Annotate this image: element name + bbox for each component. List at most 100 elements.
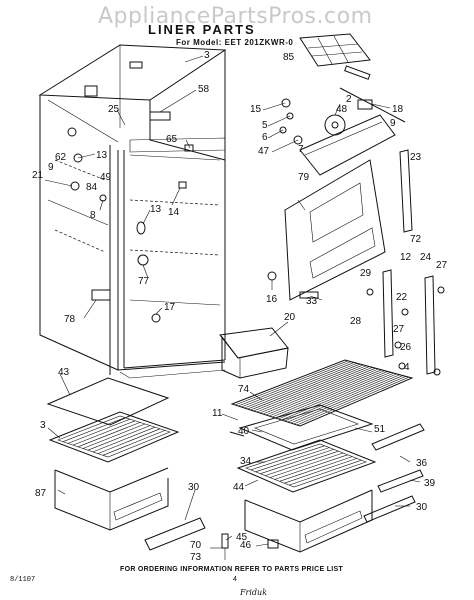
callout-77: 77 [138, 276, 150, 287]
shelf-wire [281, 372, 394, 421]
shelf-wire [269, 452, 344, 478]
callout-51: 51 [374, 424, 386, 435]
callout-30-left: 30 [188, 482, 200, 493]
callout-72: 72 [410, 234, 422, 245]
shelf-wire [82, 423, 146, 449]
shelf-wire [102, 430, 166, 456]
callout-20: 20 [284, 312, 296, 323]
callout-16: 16 [266, 294, 278, 305]
callout-8: 8 [90, 210, 96, 221]
callout-2: 2 [346, 94, 352, 105]
shelf-wire [293, 376, 407, 425]
callout-36: 36 [416, 458, 428, 469]
leader-lines [44, 55, 421, 549]
shelf-wire [272, 370, 385, 418]
cabinet-liner [38, 44, 227, 379]
shelf-wire [250, 445, 325, 471]
callout-9-left: 9 [48, 162, 54, 173]
crisper-frame [236, 439, 377, 493]
part-callouts: 3 85 58 25 15 5 6 47 2 48 9 18 65 13 62 … [32, 50, 448, 563]
callout-27-mid: 27 [393, 324, 405, 335]
shelf-wire [256, 366, 370, 413]
shelf-wire [289, 459, 362, 486]
shelf-wire [260, 449, 334, 474]
callout-62: 62 [55, 152, 67, 163]
page-number: 4 [233, 576, 237, 583]
shelf-wire [296, 376, 410, 426]
callout-87: 87 [35, 488, 47, 499]
shelf-wire [253, 365, 367, 412]
callout-21: 21 [32, 170, 44, 181]
callout-46: 46 [240, 540, 252, 551]
callout-24: 24 [420, 252, 432, 263]
shelf-wire [262, 367, 376, 415]
callout-4: 4 [404, 362, 410, 373]
ordering-note: FOR ORDERING INFORMATION REFER TO PARTS … [120, 566, 344, 573]
callout-40: 40 [238, 426, 250, 437]
shelf-wire [87, 425, 151, 451]
left-glass-shelf [46, 377, 170, 426]
shelf-wire [265, 368, 379, 416]
callout-27-top: 27 [436, 260, 448, 271]
shelf-wire [275, 371, 388, 419]
shelf-wire [247, 363, 361, 410]
shelf-wire [255, 447, 330, 473]
left-crisper-frame [48, 411, 180, 463]
callout-43: 43 [58, 367, 70, 378]
callout-5: 5 [262, 120, 268, 131]
crisper-cover [229, 404, 374, 451]
callout-65: 65 [166, 134, 178, 145]
shelf-wire [259, 367, 373, 414]
callout-33: 33 [306, 296, 318, 307]
callout-28: 28 [350, 316, 362, 327]
callout-13-lower: 13 [150, 204, 162, 215]
fan-assembly [279, 87, 406, 176]
shelf-wire [72, 420, 136, 446]
shelf-wire [284, 458, 357, 484]
shelf-wire [250, 364, 364, 411]
shelf-wire [274, 454, 348, 480]
callout-78: 78 [64, 314, 76, 325]
callout-9-right: 9 [390, 118, 396, 129]
diagram-title: LINER PARTS [148, 22, 256, 37]
crisper-drawer [244, 489, 373, 553]
wire-shelf [230, 359, 414, 427]
shelf-wire [67, 418, 131, 444]
watermark: AppliancePartsPros.com [98, 4, 373, 29]
callout-49: 49 [100, 172, 112, 183]
callout-73: 73 [190, 552, 202, 563]
callout-70: 70 [190, 540, 202, 551]
shelf-wire [290, 375, 403, 424]
callout-18: 18 [392, 104, 404, 115]
left-crisper-drawer [54, 467, 169, 531]
callout-13-upper: 13 [96, 150, 108, 161]
shelf-wire [244, 362, 358, 409]
callout-22: 22 [396, 292, 408, 303]
model-number: For Model: EET 201ZKWR-0 [176, 38, 294, 47]
freezer-bin [219, 327, 289, 379]
shelf-wire [77, 422, 141, 448]
callout-14: 14 [168, 207, 180, 218]
shelf-wire [284, 373, 397, 422]
callout-84: 84 [86, 182, 98, 193]
handles [144, 423, 425, 551]
side-rails [366, 149, 445, 376]
callout-58: 58 [198, 84, 210, 95]
callout-85: 85 [283, 52, 295, 63]
callout-3-top: 3 [204, 50, 210, 61]
shelf-wire [238, 361, 352, 407]
callout-39: 39 [424, 478, 436, 489]
shelf-wire [287, 374, 400, 423]
callout-17: 17 [164, 302, 176, 313]
callout-7: 7 [298, 144, 304, 155]
callout-34: 34 [240, 456, 252, 467]
ice-tray [299, 33, 371, 80]
date-code: 8/1107 [10, 576, 36, 584]
callout-25: 25 [108, 104, 120, 115]
callout-11: 11 [212, 408, 223, 419]
shelf-wire [241, 362, 355, 408]
shelf-wire [97, 428, 161, 454]
callout-30-right: 30 [416, 502, 428, 513]
callout-3-left: 3 [40, 420, 46, 431]
callout-44: 44 [233, 482, 245, 493]
